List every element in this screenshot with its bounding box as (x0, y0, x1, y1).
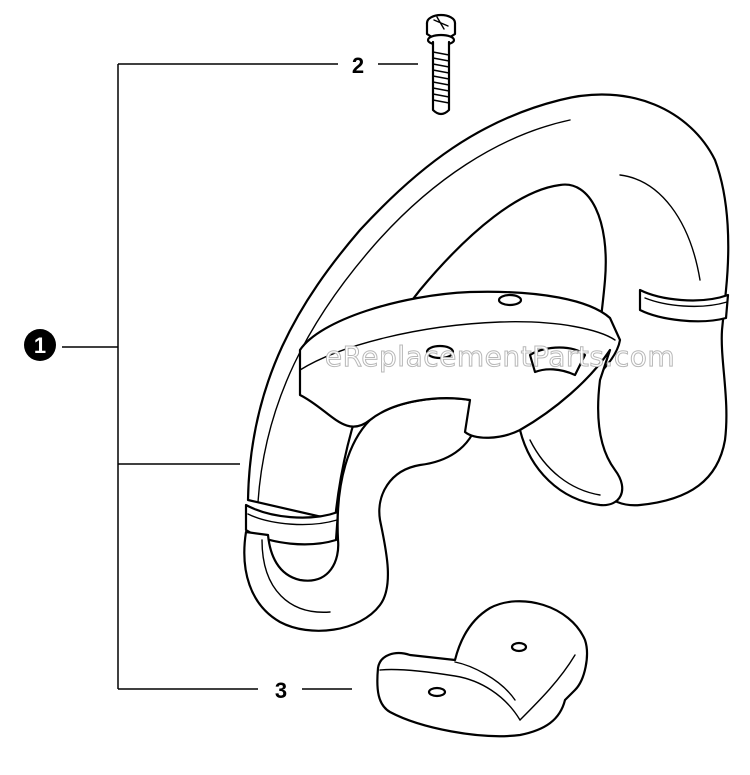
assembly-bracket-lines (62, 63, 418, 690)
watermark-text: eReplacementParts.com (325, 340, 675, 373)
screw-part (425, 13, 457, 116)
bracket-part (376, 600, 589, 738)
callout-1-label: 1 (34, 333, 46, 358)
screw-callout-label[interactable]: 2 (352, 53, 364, 78)
bracket-callout-label[interactable]: 3 (275, 678, 287, 703)
handle-part (243, 93, 730, 632)
callout-badge (24, 329, 56, 361)
assembly-callout[interactable]: 1 (24, 329, 56, 361)
